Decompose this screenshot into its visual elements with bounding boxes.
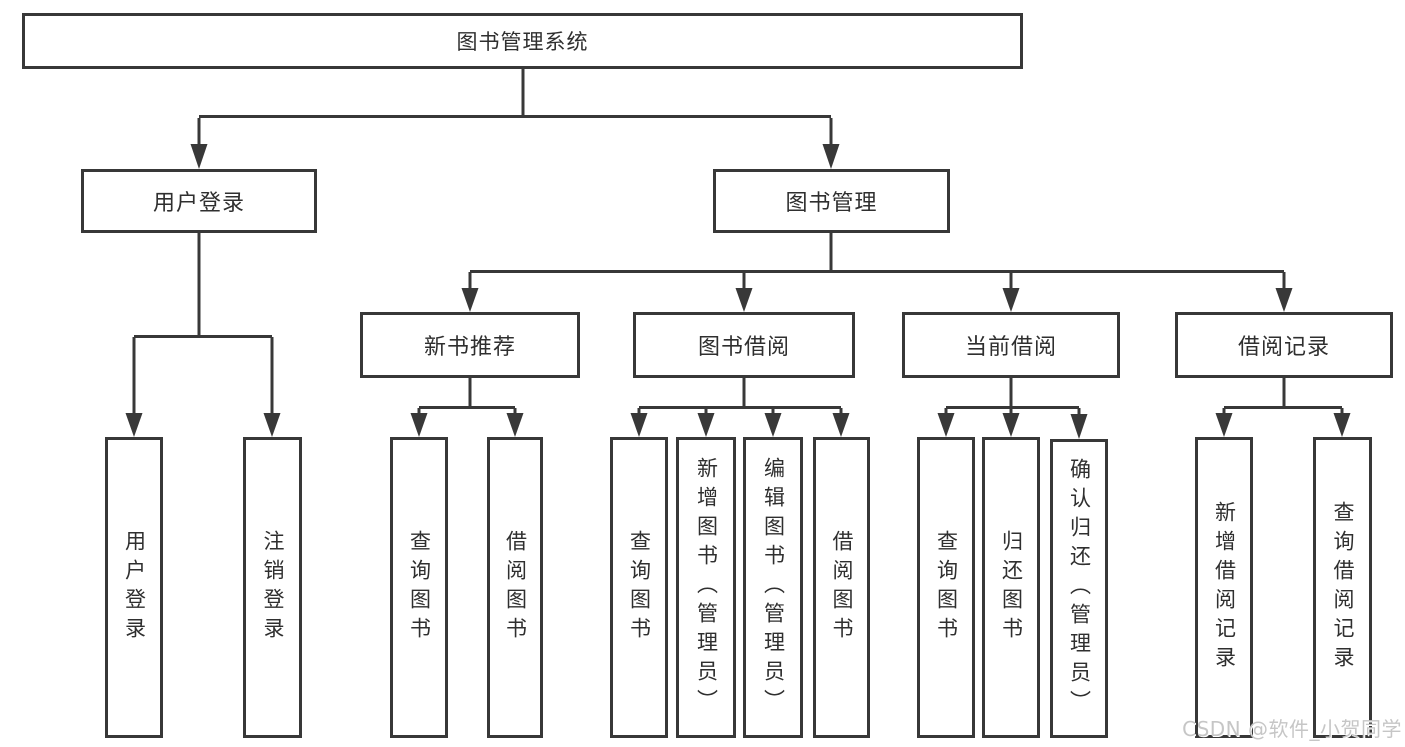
leaf-return-books: 归还图书 (982, 437, 1040, 738)
node-current-borrow: 当前借阅 (902, 312, 1120, 378)
leaf-label: 查询图书 (934, 529, 959, 646)
node-book-management: 图书管理 (713, 169, 950, 233)
node-label: 当前借阅 (964, 335, 1057, 360)
leaf-add-borrow-record: 新增借阅记录 (1195, 437, 1253, 738)
leaf-label: 借阅图书 (503, 529, 528, 646)
leaf-query-books: 查询图书 (390, 437, 448, 738)
leaf-label: 借阅图书 (830, 529, 854, 646)
node-label: 图书管理系统 (456, 30, 589, 54)
node-borrow-record: 借阅记录 (1175, 312, 1393, 378)
leaf-edit-books-admin: 编辑图书（管理员） (743, 437, 803, 738)
leaf-label: 归还图书 (999, 529, 1024, 646)
node-book-borrow: 图书借阅 (633, 312, 855, 378)
leaf-confirm-return-admin: 确认归还（管理员） (1050, 439, 1108, 738)
leaf-label: 新增图书（管理员） (694, 457, 719, 718)
arrowheads (125, 144, 1351, 439)
leaf-label: 确认归还（管理员） (1067, 458, 1092, 719)
leaf-query-borrow-record: 查询借阅记录 (1313, 437, 1372, 738)
node-label: 图书管理 (785, 191, 878, 216)
leaf-user-login: 用户登录 (105, 437, 163, 738)
csdn-watermark: CSDN @软件_小贺同学 (1182, 717, 1402, 741)
leaf-borrow-books: 借阅图书 (813, 437, 870, 738)
leaf-borrow-books: 借阅图书 (487, 437, 543, 738)
leaf-label: 查询借阅记录 (1331, 500, 1355, 675)
node-library-management-system: 图书管理系统 (22, 13, 1023, 69)
node-new-book-recommend: 新书推荐 (360, 312, 580, 378)
leaf-query-books: 查询图书 (610, 437, 668, 738)
leaf-logout: 注销登录 (243, 437, 302, 738)
leaf-label: 编辑图书（管理员） (761, 457, 786, 718)
node-label: 新书推荐 (423, 335, 516, 360)
leaf-query-books: 查询图书 (917, 437, 975, 738)
leaf-label: 注销登录 (261, 529, 285, 646)
node-label: 借阅记录 (1237, 335, 1330, 360)
leaf-label: 新增借阅记录 (1212, 500, 1237, 675)
node-label: 图书借阅 (697, 335, 790, 360)
leaf-add-books-admin: 新增图书（管理员） (676, 437, 736, 738)
leaf-label: 用户登录 (122, 529, 147, 646)
leaf-label: 查询图书 (407, 529, 432, 646)
node-user-login: 用户登录 (81, 169, 317, 233)
node-label: 用户登录 (152, 191, 245, 216)
leaf-label: 查询图书 (627, 529, 652, 646)
